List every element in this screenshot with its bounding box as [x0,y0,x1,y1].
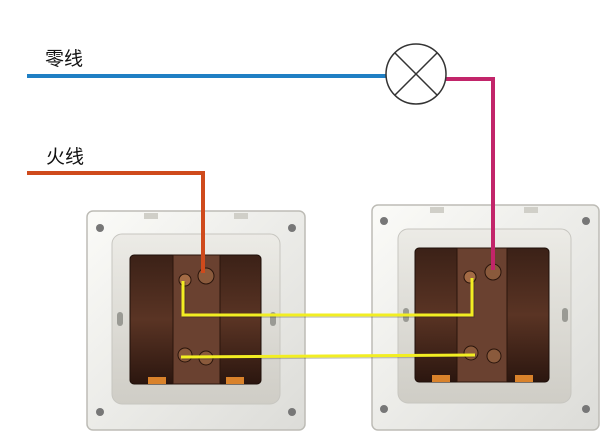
terminal-l2 [177,347,193,363]
live-wire [27,171,205,273]
mounting-hole [288,224,296,232]
neutral-wire-label: 零线 [45,48,84,70]
mounting-hole [288,408,296,416]
clip-tab [524,207,538,213]
mounting-hole [582,217,590,225]
orange-tab [148,377,166,384]
screw-slot [117,312,123,326]
mounting-hole [582,405,590,413]
terminal-common [197,267,215,285]
orange-tab [226,377,244,384]
traveler-wire-bottom [180,353,476,359]
mounting-hole [96,224,104,232]
screw-slot [562,308,568,322]
clip-tab [234,213,248,219]
switch-right [371,204,600,431]
live-wire-label: 火线 [46,146,85,168]
lamp-icon [385,43,447,105]
terminal-l2 [463,345,479,361]
mounting-hole [380,217,388,225]
clip-tab [430,207,444,213]
clip-tab [144,213,158,219]
traveler-wire-top [181,278,474,317]
switch-left [86,210,306,431]
orange-tab [432,375,450,382]
lamp-wire [445,77,495,270]
mounting-hole [380,405,388,413]
orange-tab [515,375,533,382]
terminal-screw [486,348,502,364]
mounting-hole [96,408,104,416]
